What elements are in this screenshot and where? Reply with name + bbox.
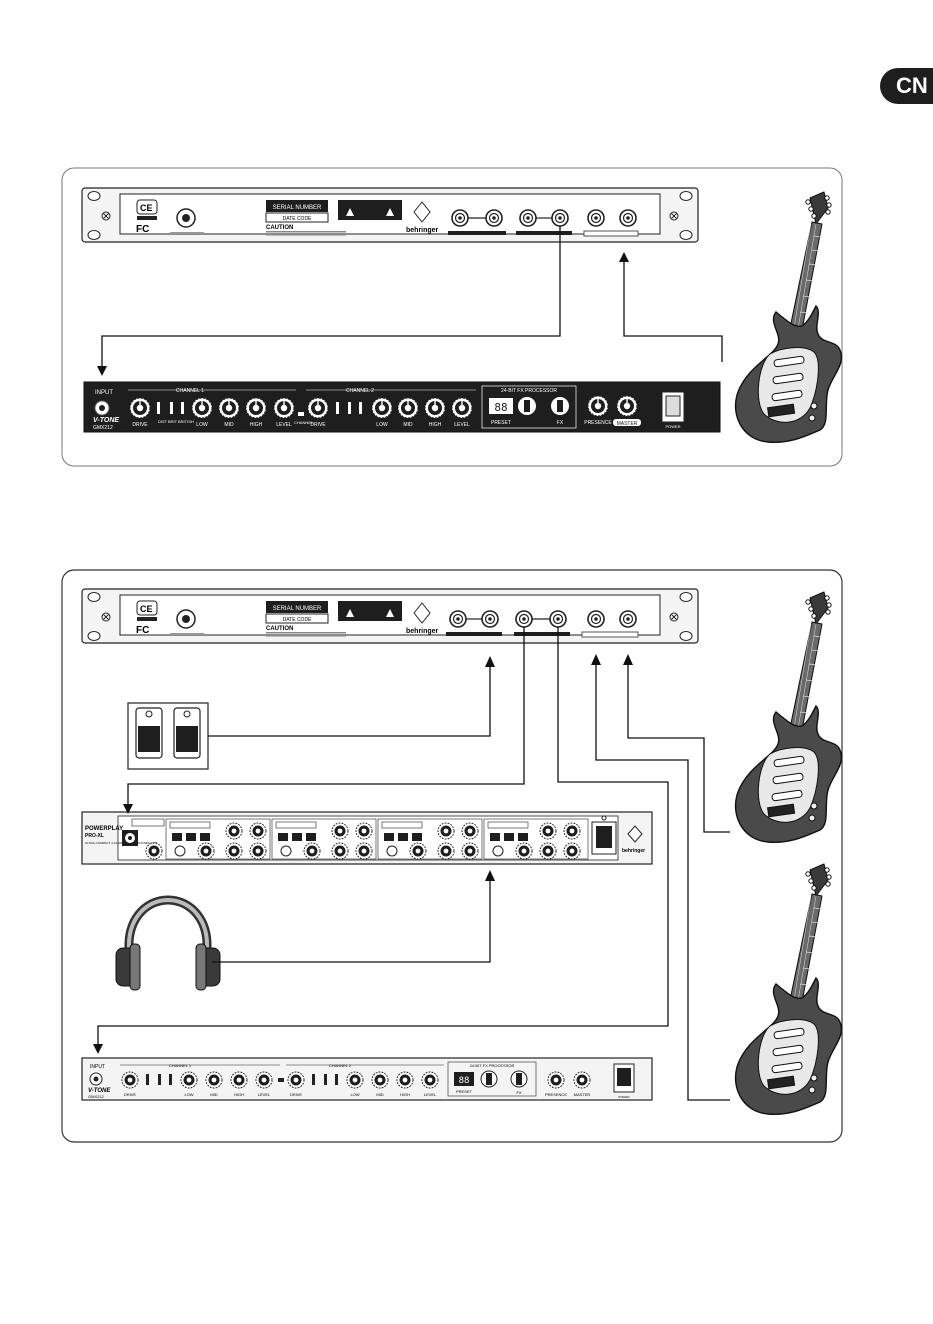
high-label: HIGH: [250, 422, 263, 428]
amp-2-mid: MID: [210, 1092, 217, 1097]
amp-2-fx: FX: [516, 1090, 521, 1095]
processor-rack-2: CE FC SERIAL NUMBER DATE CODE CAUTION be…: [81, 588, 699, 644]
arrow-head: [97, 366, 107, 376]
cable-footswitch-to-processor: [208, 666, 491, 737]
electric-guitar-2: [734, 591, 843, 844]
level-2-label: LEVEL: [454, 422, 470, 428]
amp-2-fx-label: 24-BIT FX PROCESSOR: [470, 1063, 515, 1068]
arrow-head: [123, 804, 133, 814]
fx-display: 88: [494, 401, 507, 414]
amp-2-low: LOW: [184, 1092, 193, 1097]
electric-guitar-1: [734, 191, 843, 444]
headamp-subtitle: ULTRA-COMPACT 4-CHANNEL HEADPHONES AMP: [85, 841, 157, 845]
fx-label: FX: [557, 420, 564, 426]
amp-2-logo: V-TONE: [88, 1088, 111, 1094]
level-label: LEVEL: [276, 422, 292, 428]
cable-guitar-3-to-processor: [595, 664, 730, 1101]
amp-2-power: POWER: [618, 1095, 630, 1099]
serial-number-label-2: SERIAL NUMBER: [273, 606, 322, 612]
headphone-amp: POWERPLAY PRO-XL ULTRA-COMPACT 4-CHANNEL…: [81, 811, 653, 865]
mid-2-label: MID: [403, 422, 413, 428]
arrow-head: [485, 656, 495, 667]
date-code-label-2: DATE CODE: [283, 617, 312, 623]
caution-label: CAUTION: [266, 225, 293, 231]
processor-rack-1: CE FC SERIAL NUMBER DATE CODE CAUTION be…: [81, 187, 699, 243]
power-label: POWER: [665, 424, 680, 429]
amp-2-drive: DRIVE: [124, 1092, 137, 1097]
amp-2-channel-2: CHANNEL 2: [329, 1063, 352, 1068]
cable-processor-to-headamp: [127, 627, 525, 806]
amp-2-model: GMX212: [88, 1094, 105, 1099]
amp-input-label: INPUT: [95, 390, 113, 396]
british-label: BRITISH: [178, 419, 194, 424]
amp-2-low-2: LOW: [350, 1092, 359, 1097]
amp-2-presence: PRESENCE: [545, 1092, 567, 1097]
language-tab: CN: [880, 68, 933, 104]
amp-2-preset: PRESET: [456, 1089, 473, 1094]
amp-2-master: MASTER: [574, 1092, 591, 1097]
high-2-label: HIGH: [429, 422, 442, 428]
amp-2-level: LEVEL: [258, 1092, 271, 1097]
foot-switch: [127, 702, 209, 770]
amp-logo: V-TONE: [93, 417, 119, 424]
date-code-label: DATE CODE: [283, 216, 312, 222]
low-2-label: LOW: [376, 422, 388, 428]
diagram-2-frame: [61, 569, 843, 1143]
headphones-icon: [116, 900, 220, 990]
amp-2-high-2: HIGH: [400, 1092, 410, 1097]
cable-guitar-to-processor: [623, 260, 723, 362]
cable-processor-to-amp: [101, 226, 561, 368]
low-label: LOW: [196, 422, 208, 428]
brand-label-1: behringer: [406, 227, 439, 234]
caution-label-2: CAUTION: [266, 626, 293, 632]
brand-label-3: behringer: [622, 848, 645, 854]
arrow-head: [619, 252, 629, 262]
fx-processor-label: 24-BIT FX PROCESSOR: [501, 388, 557, 394]
guitar-amp-1: INPUT V-TONE GMX212 CHANNEL 1 DRIVE DIST…: [83, 381, 721, 433]
amp-2-drive-2: DRIVE: [290, 1092, 303, 1097]
diagram-1-frame: [61, 167, 843, 467]
brand-label-2: behringer: [406, 628, 439, 635]
amp-2-high: HIGH: [234, 1092, 244, 1097]
amp-2-mid-2: MID: [376, 1092, 383, 1097]
amp-2-channel-1: CHANNEL 1: [169, 1063, 192, 1068]
amp-2-input-label: INPUT: [90, 1064, 105, 1070]
arrow-head: [623, 654, 633, 665]
guitar-amp-2: INPUT V-TONE GMX212 CHANNEL 1 DRIVE LOW …: [81, 1057, 653, 1101]
arrow-head: [93, 1044, 103, 1054]
svg-text:CE: CE: [140, 604, 153, 614]
electric-guitar-3: [734, 863, 843, 1116]
headamp-model: PRO-XL: [85, 833, 104, 839]
brit-label: BRIT: [168, 419, 178, 424]
channel-switch-label: CHANNEL: [294, 420, 314, 425]
amp-2-fx-display: 88: [459, 1076, 470, 1086]
drive-label: DRIVE: [132, 422, 148, 428]
channel-2-label: CHANNEL 2: [346, 388, 374, 394]
master-label: MASTER: [617, 421, 638, 427]
mid-label: MID: [224, 422, 234, 428]
dist-label: DIST: [158, 419, 168, 424]
preset-label: PRESET: [491, 420, 511, 426]
arrow-head: [591, 654, 601, 665]
serial-number-label: SERIAL NUMBER: [273, 205, 322, 211]
svg-text:FC: FC: [136, 625, 149, 636]
svg-text:CE: CE: [140, 203, 153, 213]
svg-text:FC: FC: [136, 224, 149, 235]
cable-guitar-2-to-processor: [627, 664, 730, 833]
amp-2-level-2: LEVEL: [424, 1092, 437, 1097]
drive-2-label: DRIVE: [310, 422, 326, 428]
cable-processor-to-amp-2: [97, 627, 669, 1046]
amp-model: GMX212: [93, 425, 113, 431]
cable-headphones-to-headamp: [212, 880, 491, 963]
headamp-title: POWERPLAY: [85, 826, 123, 832]
arrow-head: [485, 870, 495, 881]
channel-1-label: CHANNEL 1: [176, 388, 204, 394]
presence-label: PRESENCE: [584, 420, 612, 426]
